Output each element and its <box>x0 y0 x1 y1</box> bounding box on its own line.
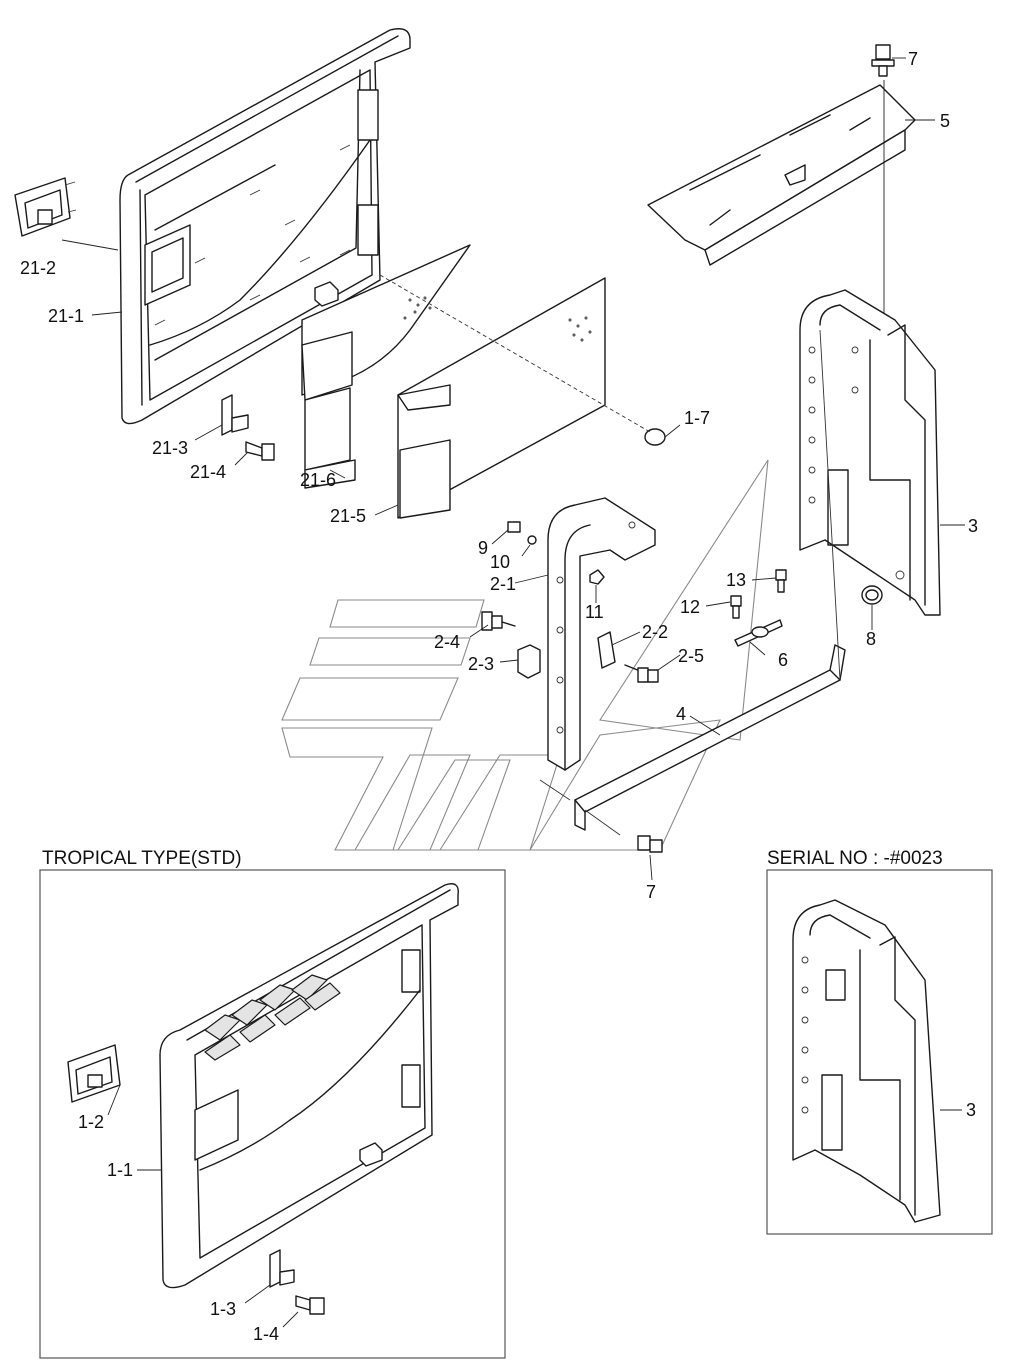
bolt-2-4 <box>481 611 516 631</box>
bolt-7-top <box>871 44 895 77</box>
label-13: 13 <box>726 570 746 590</box>
bracket-2-1 <box>547 497 656 771</box>
leader-lines <box>61 57 965 1328</box>
latch-1-2 <box>67 1044 121 1103</box>
latch-21-2 <box>14 177 77 237</box>
label-4: 4 <box>676 704 686 724</box>
label-12: 12 <box>680 597 700 617</box>
label-21-6: 21-6 <box>300 470 336 490</box>
label-3-serial: 3 <box>966 1100 976 1120</box>
bracket-1-3 <box>269 1249 295 1288</box>
label-10: 10 <box>490 552 510 572</box>
serial-inset-title: SERIAL NO : -#0023 <box>767 848 943 869</box>
grommet-8 <box>861 585 883 605</box>
top-plate-5 <box>647 84 916 266</box>
bar-4 <box>574 644 846 831</box>
bracket-2-3 <box>517 644 541 679</box>
pillar-3 <box>799 289 941 616</box>
part-labels: 7 5 21-2 21-1 21-3 21-4 21-6 21-5 1-7 3 … <box>20 49 978 1344</box>
label-1-7: 1-7 <box>684 408 710 428</box>
label-7-top: 7 <box>908 49 918 69</box>
label-2-1: 2-1 <box>490 574 516 594</box>
label-9: 9 <box>478 538 488 558</box>
bolt-1-4 <box>295 1295 325 1315</box>
watermark-logo <box>281 459 769 851</box>
label-2-3: 2-3 <box>468 654 494 674</box>
bolt-21-4 <box>245 441 275 461</box>
label-1-4: 1-4 <box>253 1324 279 1344</box>
bolt-12 <box>730 595 742 619</box>
label-21-4: 21-4 <box>190 462 226 482</box>
nut-11 <box>589 569 605 585</box>
door-panel-1-1 <box>159 883 459 1289</box>
pad-21-5 <box>397 277 606 519</box>
label-21-3: 21-3 <box>152 438 188 458</box>
label-1-1: 1-1 <box>107 1160 133 1180</box>
bolt-13 <box>775 569 787 593</box>
label-11: 11 <box>585 602 604 622</box>
label-8: 8 <box>866 629 876 649</box>
label-21-2: 21-2 <box>20 258 56 278</box>
door-panel-21-1 <box>119 28 411 425</box>
dashed-guide-1-7 <box>379 274 651 433</box>
label-3: 3 <box>968 516 978 536</box>
bolt-9 <box>507 521 521 533</box>
bolt-2-5 <box>624 664 659 683</box>
label-1-2: 1-2 <box>78 1112 104 1132</box>
label-2-4: 2-4 <box>434 632 460 652</box>
bracket-2-2 <box>597 631 616 669</box>
grommet-1-7 <box>644 428 666 446</box>
washer-10 <box>527 535 537 545</box>
serial-inset-frame <box>766 869 993 1235</box>
label-21-1: 21-1 <box>48 306 84 326</box>
label-21-5: 21-5 <box>330 506 366 526</box>
label-1-3: 1-3 <box>210 1299 236 1319</box>
label-2-2: 2-2 <box>642 622 668 642</box>
label-6: 6 <box>778 650 788 670</box>
label-5: 5 <box>940 111 950 131</box>
tropical-inset-frame <box>39 869 506 1359</box>
bolt-7-bottom <box>637 835 663 853</box>
damper-6 <box>734 619 783 647</box>
label-2-5: 2-5 <box>678 646 704 666</box>
assembly-guide-lines <box>539 329 841 836</box>
bracket-21-3 <box>221 394 249 436</box>
label-7-bottom: 7 <box>646 882 656 902</box>
pillar-3-serial <box>792 899 941 1223</box>
tropical-inset-title: TROPICAL TYPE(STD) <box>42 848 242 869</box>
pad-21-6 <box>301 244 471 489</box>
